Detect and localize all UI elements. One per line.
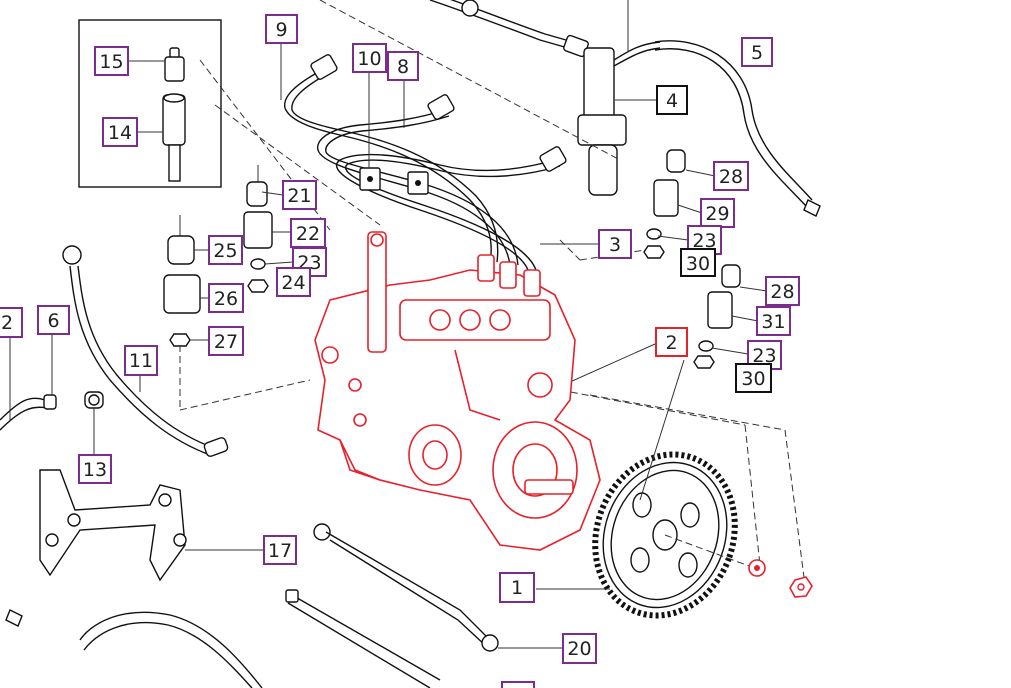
callout-24-label: 24 [281,272,305,294]
callout-22-label: 22 [296,223,320,245]
part-4-injector [429,0,661,196]
callout-9[interactable]: 9 [265,14,298,44]
line-art [0,0,821,688]
callout-20[interactable]: 20 [562,633,597,664]
callout-21[interactable]: 21 [282,180,317,210]
inset-frame [78,19,222,188]
part-28-31-seals-lower [693,264,741,369]
callout-10[interactable]: 10 [352,43,387,73]
callout-30-upper[interactable]: 30 [680,248,716,277]
part-14-pin [162,93,186,182]
callout-17-label: 17 [268,540,292,562]
callout-2-left[interactable]: 2 [0,307,23,338]
callout-10-label: 10 [357,48,381,70]
callout-26-label: 26 [214,288,238,310]
part-5-return-hose [654,40,821,217]
callout-5[interactable]: 5 [741,37,773,67]
callout-30-lower[interactable]: 30 [735,363,772,393]
callout-9-label: 9 [275,19,287,41]
callout-31[interactable]: 31 [756,306,791,336]
callout-8[interactable]: 8 [387,51,419,81]
callout-28-lower[interactable]: 28 [765,276,800,306]
callout-14[interactable]: 14 [102,117,138,147]
callout-27-label: 27 [214,331,238,353]
callout-6-label: 6 [47,310,59,332]
callout-28-upper[interactable]: 28 [713,161,749,191]
callout-2-pump-label: 2 [665,332,677,354]
callout-4[interactable]: 4 [656,85,688,115]
part-21-22-seals [243,165,273,293]
callout-21-label: 21 [287,185,311,207]
part-2-injection-pump-highlighted [314,231,813,598]
part-17-20-rods [79,523,499,688]
callout-2-pump[interactable]: 2 [655,327,688,357]
callout-19[interactable]: 19 [501,681,535,688]
callout-13-label: 13 [83,459,107,481]
callout-15[interactable]: 15 [94,46,129,76]
callout-23-upper-right-label: 23 [692,230,716,252]
callout-31-label: 31 [761,311,785,333]
callout-15-label: 15 [99,51,123,73]
part-15-plug [164,47,185,82]
callout-20-label: 20 [567,638,591,660]
callout-11-label: 11 [129,350,153,372]
callout-27[interactable]: 27 [208,326,244,356]
callout-8-label: 8 [397,56,409,78]
callout-29[interactable]: 29 [700,198,735,228]
callout-25[interactable]: 25 [208,235,243,265]
leader-lines [9,0,806,649]
callout-6[interactable]: 6 [37,305,70,335]
part-25-26-27-seals [163,215,201,347]
part-11-fuel-line [62,245,229,457]
callout-11[interactable]: 11 [124,345,158,376]
part-28-29-seals-upper [643,149,686,259]
callout-25-label: 25 [213,240,237,262]
callout-28-upper-label: 28 [719,166,743,188]
callout-1[interactable]: 1 [499,572,535,603]
callout-30-lower-label: 30 [741,368,765,390]
callout-22[interactable]: 22 [290,218,326,248]
callout-30-upper-label: 30 [686,253,710,275]
callout-3-label: 3 [609,234,621,256]
callout-28-lower-label: 28 [770,281,794,303]
callout-23-lower-right-label: 23 [752,345,776,367]
callout-26[interactable]: 26 [208,283,244,313]
callout-4-label: 4 [666,90,678,112]
callout-1-label: 1 [511,577,523,599]
callout-2-left-label: 2 [1,312,13,334]
callout-14-label: 14 [108,122,132,144]
injector-pipes [284,54,567,271]
callout-13[interactable]: 13 [78,454,112,484]
callout-19-label: 19 [506,686,530,688]
callout-5-label: 5 [751,42,763,64]
callout-17[interactable]: 17 [263,535,297,565]
callout-24[interactable]: 24 [276,267,311,297]
callout-3[interactable]: 3 [598,229,632,259]
callout-29-label: 29 [705,203,729,225]
